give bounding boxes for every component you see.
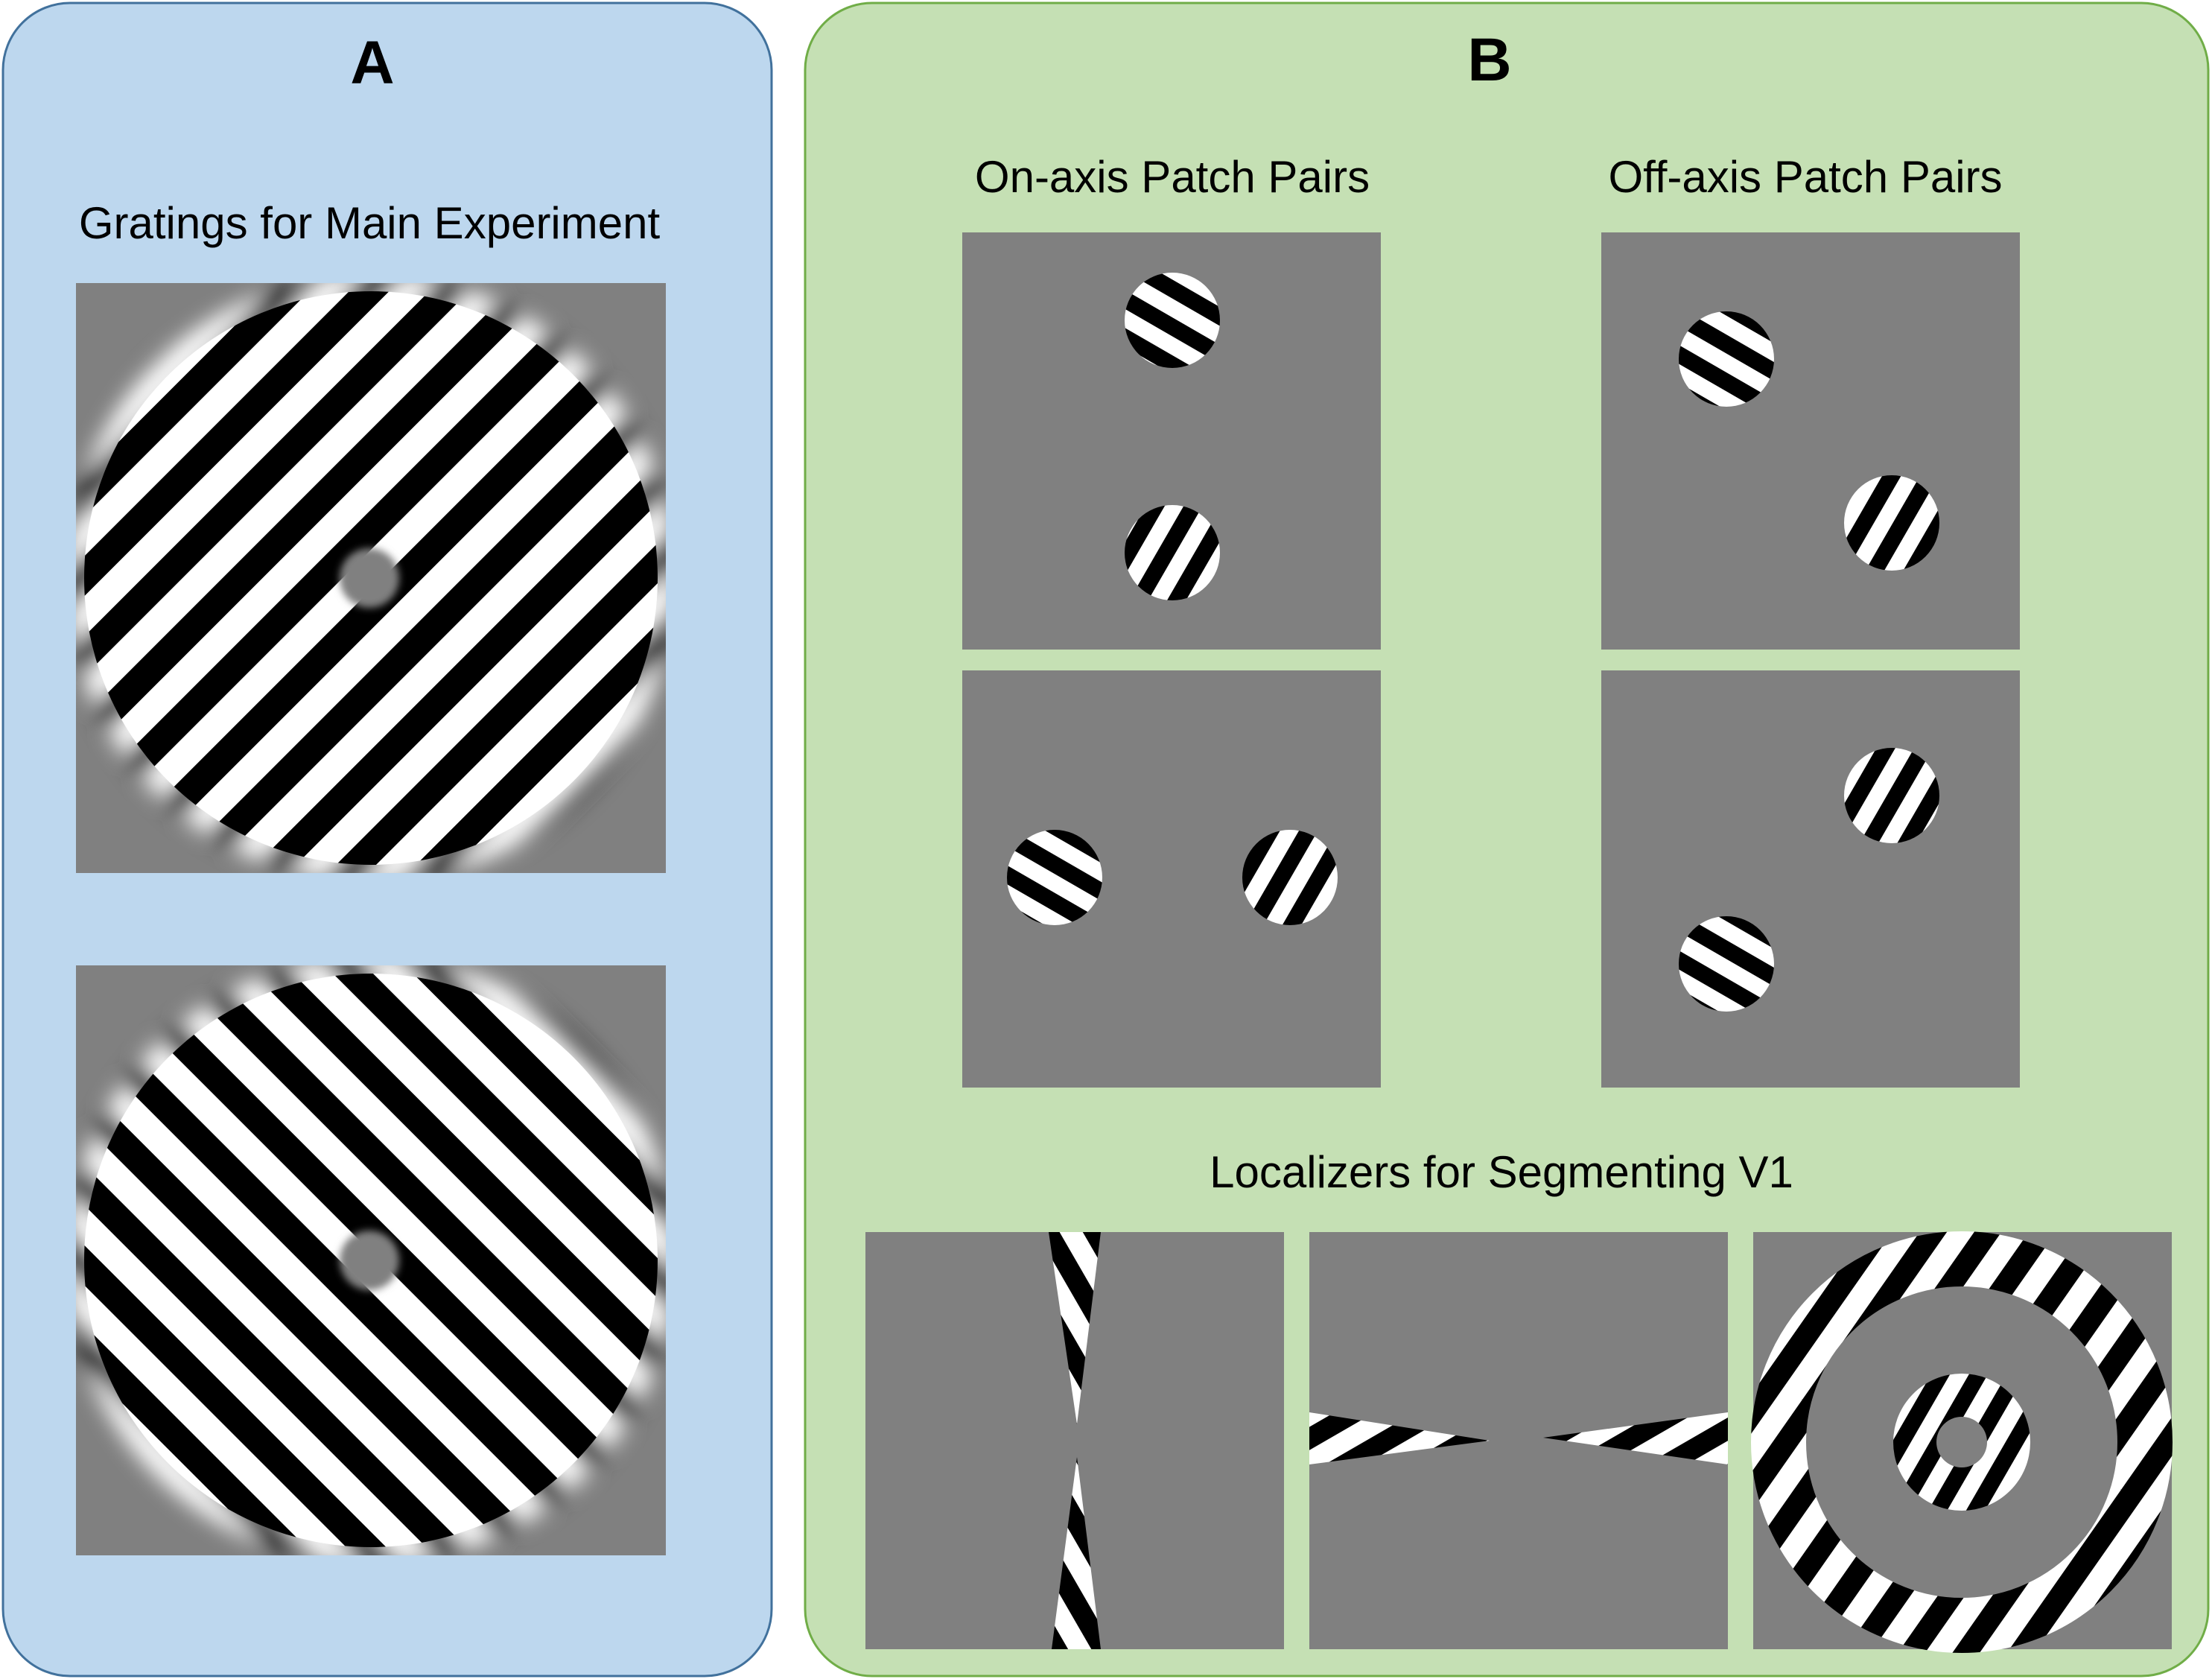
stimulus-background	[1601, 232, 2020, 650]
panel-a: A Gratings for Main Experiment	[1, 1, 773, 1678]
grating-patch	[1679, 311, 1774, 407]
grating-patch	[1844, 748, 1939, 843]
wedge-left	[1309, 1412, 1490, 1464]
wedge-upper	[1049, 1232, 1101, 1424]
grating-patch	[1679, 916, 1774, 1012]
panel-a-letter: A	[350, 29, 394, 97]
off-axis-title: Off-axis Patch Pairs	[1608, 152, 2002, 202]
center-hole	[1936, 1417, 1987, 1467]
outer-ring	[1751, 1231, 2173, 1653]
grating-patch	[1844, 475, 1939, 571]
fixation-hole	[340, 548, 399, 608]
grating-patch	[1242, 830, 1338, 925]
panel-a-title: Gratings for Main Experiment	[79, 198, 661, 248]
stimulus-background	[1601, 670, 2020, 1088]
panel-b-letter: B	[1467, 26, 1511, 94]
wedge-right	[1543, 1412, 1728, 1464]
off-axis-patch-pair-diagonal	[1601, 232, 2020, 650]
on-axis-patch-pair-vertical	[962, 232, 1381, 650]
localizer-annulus	[1751, 1231, 2173, 1653]
localizer-vertical-meridian	[865, 1232, 1284, 1649]
on-axis-patch-pair-horizontal	[962, 670, 1381, 1088]
fixation-hole	[340, 1231, 399, 1290]
panel-b: B On-axis Patch Pairs Off-axis Patch Pai…	[804, 1, 2210, 1678]
localizers-title: Localizers for Segmenting V1	[1210, 1147, 1793, 1197]
grating-patch	[1125, 273, 1220, 368]
grating-patch	[1007, 830, 1102, 925]
wedge-lower	[1052, 1457, 1101, 1649]
grating-patch	[1125, 505, 1220, 600]
grating-135	[76, 965, 666, 1555]
localizer-horizontal-meridian	[1309, 1232, 1728, 1649]
on-axis-title: On-axis Patch Pairs	[975, 152, 1370, 202]
grating-45	[76, 283, 666, 873]
off-axis-patch-pair-antidiagonal	[1601, 670, 2020, 1088]
